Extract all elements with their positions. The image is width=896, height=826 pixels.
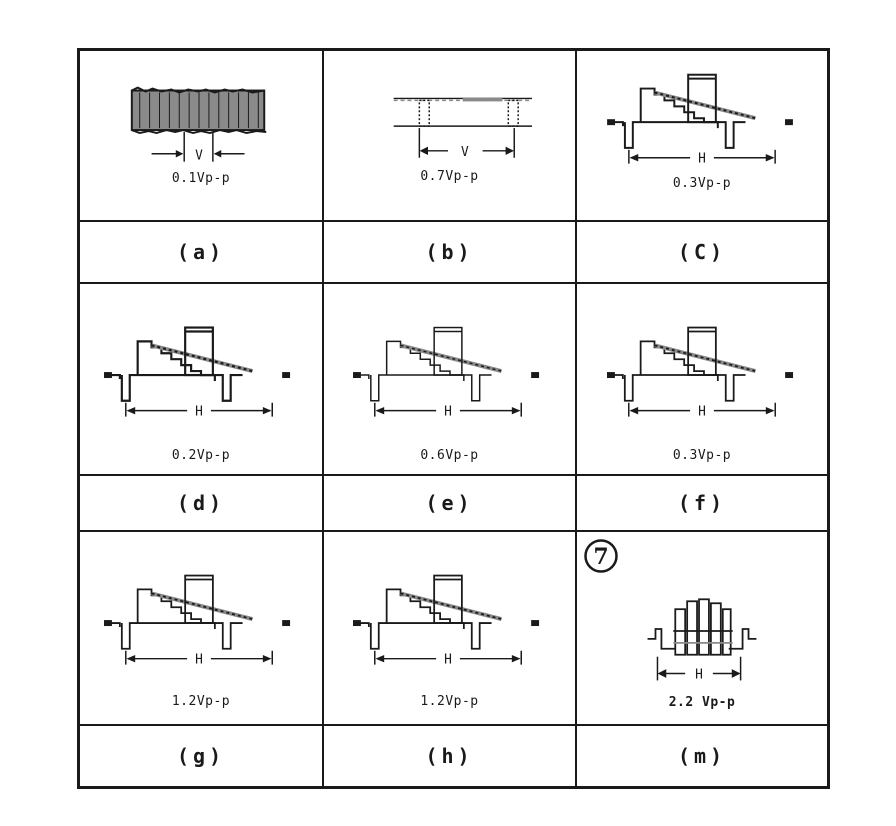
amplitude-h: 1.2Vp-p: [420, 694, 479, 709]
dim-label-h: H: [695, 667, 703, 682]
panel-d-waveform: H 0.2Vp-p: [80, 284, 324, 476]
bars-waveform: V: [393, 97, 533, 160]
dim-label-h: H: [444, 653, 452, 668]
burst-waveform: H: [647, 598, 757, 682]
panel-f-label: (f): [577, 476, 827, 532]
panel-c-label: (C): [577, 222, 827, 284]
amplitude-e: 0.6Vp-p: [420, 448, 479, 463]
panel-d-label: (d): [80, 476, 324, 532]
amplitude-g: 1.2Vp-p: [171, 694, 231, 709]
staircase-waveform: H: [104, 326, 291, 420]
staircase-waveform: H: [353, 326, 540, 420]
amplitude-c: 0.3Vp-p: [672, 176, 732, 191]
marker-number: 7: [593, 544, 608, 570]
panel-m-label: (m): [677, 744, 727, 768]
dim-label-h: H: [195, 405, 203, 420]
panel-c-waveform: H 0.3Vp-p: [577, 51, 827, 222]
panel-h-label: (h): [324, 726, 577, 786]
amplitude-f: 0.3Vp-p: [672, 448, 732, 463]
dim-label-h: H: [698, 405, 706, 420]
panel-a-label: (a): [80, 222, 324, 284]
panel-f-waveform: H 0.3Vp-p: [577, 284, 827, 476]
staircase-waveform: H: [607, 326, 794, 420]
amplitude-a: 0.1Vp-p: [171, 171, 231, 186]
panel-b-waveform: V 0.7Vp-p: [324, 51, 577, 222]
noise-waveform: V: [130, 86, 267, 164]
waveform-grid: V 0.1Vp-p V: [77, 48, 830, 789]
amplitude-b: 0.7Vp-p: [420, 169, 479, 184]
panel-m-waveform: 7: [577, 532, 827, 726]
circled-number-badge: 7: [584, 539, 618, 573]
dim-label-h: H: [195, 653, 203, 668]
panel-b-label: (b): [324, 222, 577, 284]
panel-g-waveform: H 1.2Vp-p: [80, 532, 324, 726]
panel-e-waveform: H 0.6Vp-p: [324, 284, 577, 476]
dim-label-h: H: [698, 152, 706, 167]
amplitude-d: 0.2Vp-p: [171, 448, 231, 463]
dim-label-v: V: [461, 145, 469, 160]
dim-label-h: H: [444, 405, 452, 420]
staircase-waveform: H: [104, 574, 291, 668]
panel-e-label: (e): [324, 476, 577, 532]
staircase-waveform: H: [353, 574, 540, 668]
dim-label-v: V: [195, 149, 203, 164]
panel-g-label: (g): [80, 726, 324, 786]
panel-h-waveform: H 1.2Vp-p: [324, 532, 577, 726]
amplitude-m: 2.2 Vp-p: [668, 695, 736, 710]
panel-a-waveform: V 0.1Vp-p: [80, 51, 324, 222]
staircase-waveform: H: [607, 73, 793, 167]
